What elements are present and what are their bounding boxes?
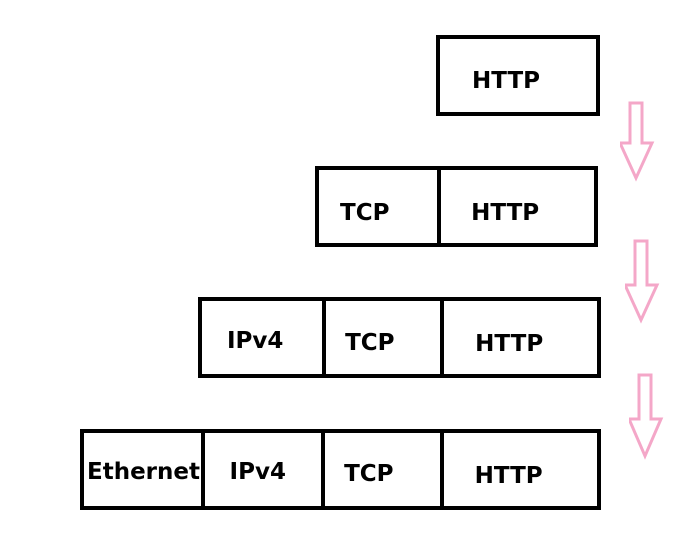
layer-label-tcp: TCP [340, 200, 390, 226]
layer-box-http: HTTP [437, 170, 594, 243]
layer-box-tcp: TCP [321, 433, 440, 506]
layer-box-ethernet: Ethernet [84, 433, 201, 506]
layer-box-ipv4: IPv4 [202, 301, 322, 374]
layer-label-tcp: TCP [344, 461, 394, 487]
layer-label-http: HTTP [474, 463, 543, 489]
layer-label-ethernet: Ethernet [87, 459, 200, 485]
layer-box-ipv4: IPv4 [200, 433, 322, 506]
layer-box-tcp: TCP [322, 301, 440, 374]
layer-box-http: HTTP [439, 433, 597, 506]
layer-box-http: HTTP [440, 301, 597, 374]
down-arrow-icon [629, 373, 664, 460]
packet-row-2: TCP HTTP [315, 166, 598, 247]
layer-label-ipv4: IPv4 [229, 459, 286, 485]
layer-label-tcp: TCP [345, 330, 395, 356]
layer-box-http: HTTP [440, 39, 596, 112]
layer-label-http: HTTP [475, 331, 544, 357]
down-arrow-icon [625, 239, 660, 324]
down-arrow-icon [620, 101, 655, 182]
layer-label-http: HTTP [471, 200, 540, 226]
packet-row-1: HTTP [436, 35, 600, 116]
layer-box-tcp: TCP [319, 170, 437, 243]
layer-label-http: HTTP [472, 68, 541, 94]
packet-row-3: IPv4 TCP HTTP [198, 297, 601, 378]
layer-label-ipv4: IPv4 [227, 328, 284, 354]
packet-row-4: Ethernet IPv4 TCP HTTP [80, 429, 601, 510]
